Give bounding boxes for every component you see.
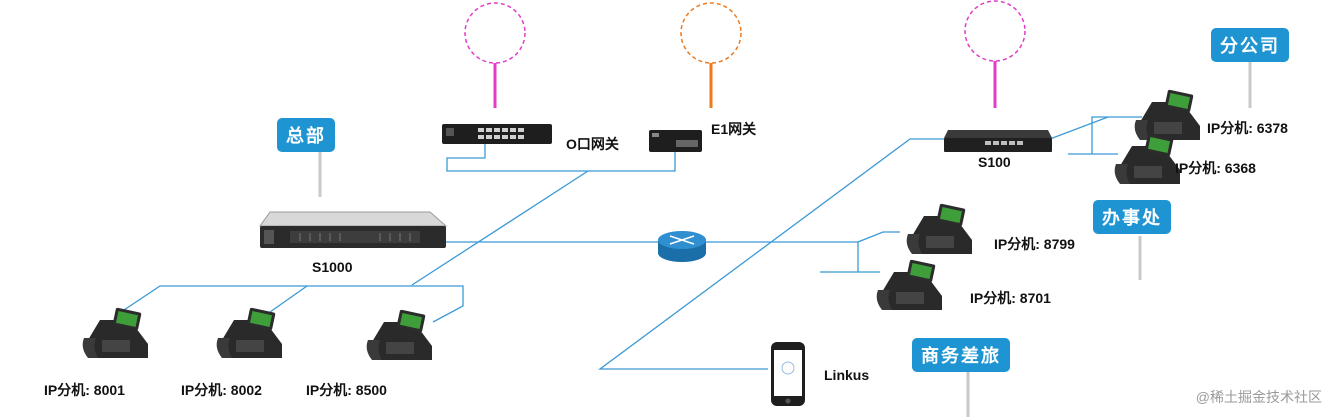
linkus-label: Linkus (824, 367, 870, 383)
phone-label-6368: IP分机: 6368 (1175, 160, 1256, 176)
ip-phone-8799 (906, 203, 972, 254)
phone-label-8701: IP分机: 8701 (970, 290, 1051, 306)
ip-phone-8001 (82, 307, 148, 358)
ip-phone-8002 (216, 307, 282, 358)
ip-phone-6378 (1134, 89, 1200, 140)
fxo-trunk-circle (464, 2, 526, 108)
e1-gateway-device (649, 130, 702, 152)
phone-label-8002: IP分机: 8002 (181, 382, 262, 398)
ip-phone-8500 (366, 309, 432, 360)
phone-label-6378: IP分机: 6378 (1207, 120, 1288, 136)
s100-device (944, 130, 1052, 152)
phone-label-8001: IP分机: 8001 (44, 382, 125, 398)
network-links (123, 116, 1142, 370)
fxo-gateway-device (442, 124, 552, 144)
ip-phone-8701 (876, 259, 942, 310)
ip-phone-6368 (1114, 133, 1180, 184)
travel-tag: 商务差旅 (912, 338, 1010, 372)
s100-label: S100 (978, 154, 1011, 170)
e1-trunk-circle (680, 2, 742, 108)
router-icon (658, 231, 706, 262)
s1000-server (259, 211, 448, 248)
branch-tag: 分公司 (1211, 28, 1289, 62)
watermark: @稀土掘金技术社区 (1195, 389, 1322, 405)
e1-gateway-label: E1网关 (711, 121, 757, 137)
phone-label-8799: IP分机: 8799 (994, 236, 1075, 252)
linkus-mobile-icon (771, 342, 805, 406)
s1000-label: S1000 (312, 259, 353, 275)
o-gateway-label: O口网关 (566, 136, 619, 152)
phone-label-8500: IP分机: 8500 (306, 382, 387, 398)
s100-trunk-circle (964, 0, 1026, 108)
office-tag: 办事处 (1093, 200, 1171, 234)
hq-tag: 总部 (277, 118, 335, 152)
